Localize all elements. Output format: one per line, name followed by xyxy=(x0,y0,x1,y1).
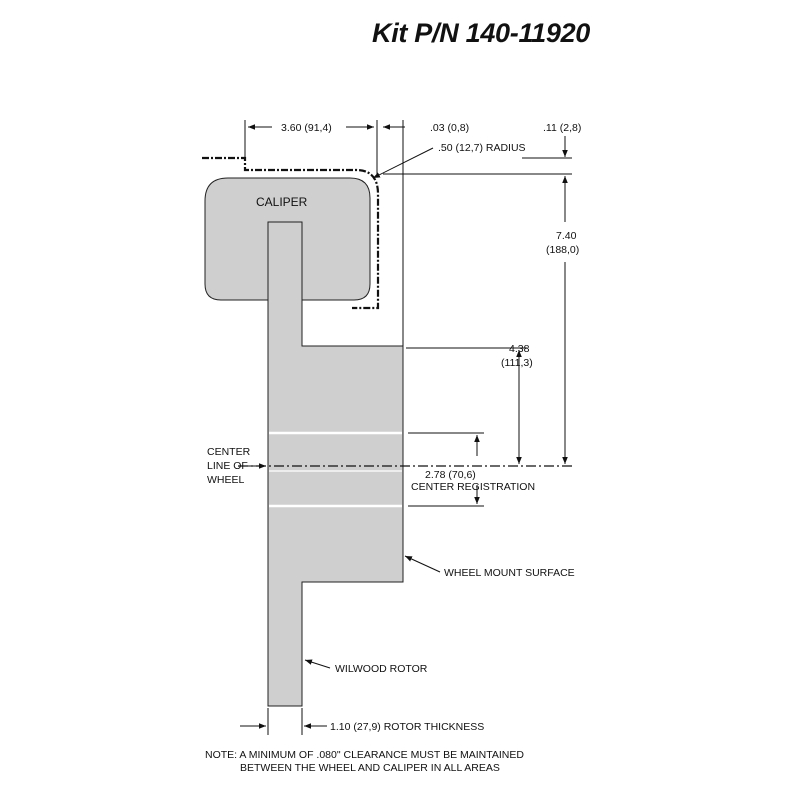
gap-small-dim: .03 (0,8) xyxy=(430,122,469,134)
page-title: Kit P/N 140-11920 xyxy=(372,18,591,48)
center-line-label-1: CENTER xyxy=(207,446,251,458)
wheel-mount-surface-label: WHEEL MOUNT SURFACE xyxy=(444,567,575,579)
center-line-label-3: WHEEL xyxy=(207,474,245,486)
height-total-dim-2: (188,0) xyxy=(546,244,579,256)
gap-top-dim: .11 (2,8) xyxy=(543,122,581,134)
radius-dim: .50 (12,7) RADIUS xyxy=(438,142,526,154)
height-mount-dim-2: (111,3) xyxy=(501,357,533,369)
wilwood-rotor-label: WILWOOD ROTOR xyxy=(335,663,428,675)
wheel-clearance-envelope xyxy=(202,156,380,310)
rotor-hub-body xyxy=(267,221,404,707)
caliper-label: CALIPER xyxy=(256,195,308,209)
radius-leader xyxy=(372,147,434,179)
note-line-2: BETWEEN THE WHEEL AND CALIPER IN ALL ARE… xyxy=(240,762,500,774)
center-line-label-2: LINE OF xyxy=(207,460,248,472)
rotor-leader xyxy=(304,659,331,669)
center-registration-dim: 2.78 (70,6) xyxy=(425,469,476,481)
height-mount-dim-1: 4.38 xyxy=(509,343,530,355)
height-total-dim-1: 7.40 xyxy=(556,230,577,242)
note-line-1: NOTE: A MINIMUM OF .080" CLEARANCE MUST … xyxy=(205,749,524,761)
wheel-mount-leader xyxy=(404,555,441,573)
rotor-thickness-dim: 1.10 (27,9) ROTOR THICKNESS xyxy=(330,721,484,733)
caliper-width-dim: 3.60 (91,4) xyxy=(281,122,332,134)
center-registration-label: CENTER REGISTRATION xyxy=(411,481,535,493)
